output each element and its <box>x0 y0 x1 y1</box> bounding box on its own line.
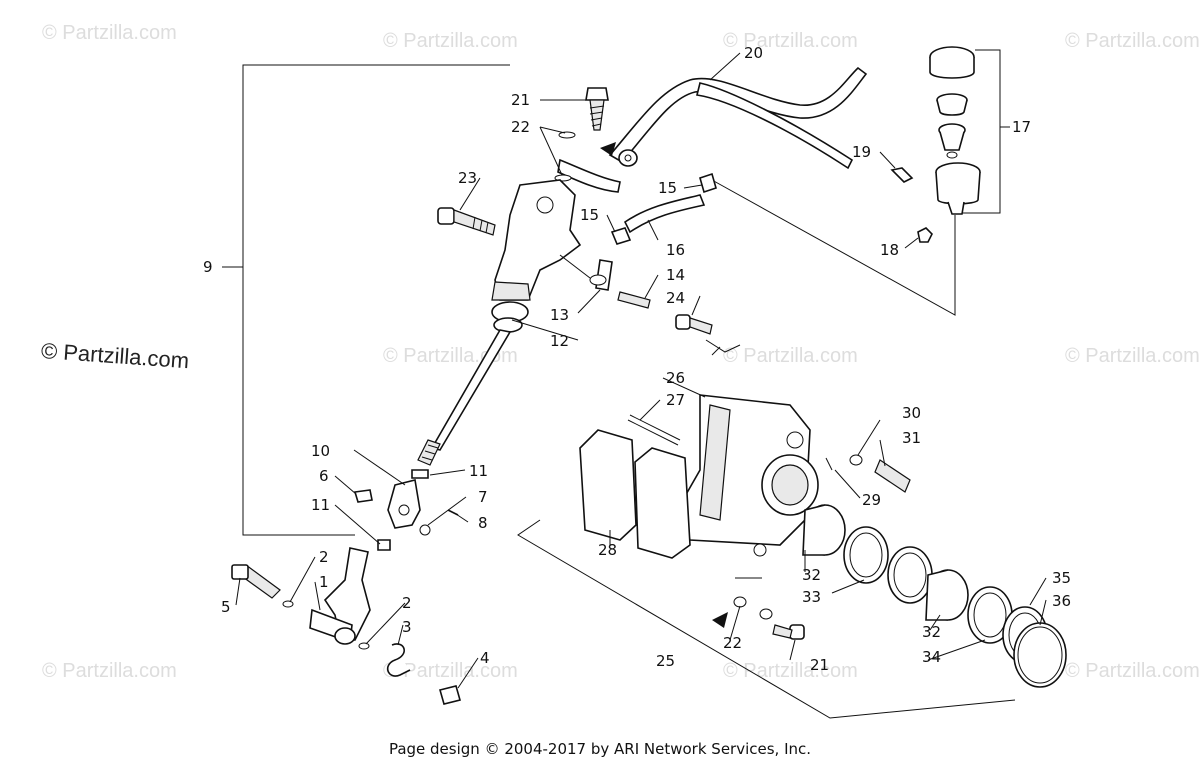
hose-leader-lines <box>711 179 956 316</box>
part-21-banjo-bolt <box>554 87 616 182</box>
callout-30: 30 <box>902 404 921 422</box>
callout-20: 20 <box>744 44 763 62</box>
callout-21: 21 <box>810 656 829 674</box>
part-20-brake-hose <box>557 66 868 193</box>
watermark: © Partzilla.com <box>42 22 177 44</box>
bracket-17 <box>960 49 1010 214</box>
callout-19: 19 <box>852 143 871 161</box>
watermark: © Partzilla.com <box>1065 660 1200 682</box>
watermark: © Partzilla.com <box>42 660 177 682</box>
callout-24: 24 <box>666 289 685 307</box>
callout-5: 5 <box>221 598 231 616</box>
callout-14: 14 <box>666 266 685 284</box>
callout-32: 32 <box>922 623 941 641</box>
callout-33: 33 <box>802 588 821 606</box>
watermark: © Partzilla.com <box>723 660 858 682</box>
brake-lever-group <box>231 469 461 705</box>
callout-27: 27 <box>666 391 685 409</box>
callout-29: 29 <box>862 491 881 509</box>
callout-11: 11 <box>469 462 488 480</box>
callout-23: 23 <box>458 169 477 187</box>
part-12-master-cylinder <box>417 179 582 466</box>
callout-21: 21 <box>511 91 530 109</box>
callout-15: 15 <box>658 179 677 197</box>
part-17-reservoir <box>929 46 981 215</box>
bracket-25 <box>517 339 1016 719</box>
watermark: © Partzilla.com <box>723 345 858 367</box>
watermark: © Partzilla.com <box>1065 30 1200 52</box>
callout-35: 35 <box>1052 569 1071 587</box>
callout-22: 22 <box>723 634 742 652</box>
callout-leaders <box>235 52 1047 689</box>
part-23-bolt <box>437 207 496 236</box>
watermark: © Partzilla.com <box>1065 345 1200 367</box>
caliper-group <box>579 394 911 559</box>
part-18-19-screws <box>890 167 933 243</box>
callout-10: 10 <box>311 442 330 460</box>
callout-11: 11 <box>311 496 330 514</box>
callout-31: 31 <box>902 429 921 447</box>
callout-15: 15 <box>580 206 599 224</box>
callout-1: 1 <box>319 573 329 591</box>
part-21-22-lower <box>712 596 805 640</box>
watermark: © Partzilla.com <box>383 660 518 682</box>
callout-3: 3 <box>402 618 412 636</box>
callout-28: 28 <box>598 541 617 559</box>
callout-18: 18 <box>880 241 899 259</box>
callout-16: 16 <box>666 241 685 259</box>
part-24-bolt <box>675 314 713 335</box>
bracket-9 <box>222 64 510 536</box>
pistons-seals-group <box>802 504 1067 688</box>
callout-13: 13 <box>550 306 569 324</box>
callout-26: 26 <box>666 369 685 387</box>
callout-34: 34 <box>922 648 941 666</box>
part-13-14-15-16-fittings <box>559 172 717 309</box>
callout-2: 2 <box>319 548 329 566</box>
callout-32: 32 <box>802 566 821 584</box>
watermark: © Partzilla.com <box>723 30 858 52</box>
callout-4: 4 <box>480 649 490 667</box>
watermark: © Partzilla.com <box>383 30 518 52</box>
callout-12: 12 <box>550 332 569 350</box>
callout-2: 2 <box>402 594 412 612</box>
footer-copyright: Page design © 2004-2017 by ARI Network S… <box>388 740 812 758</box>
callout-17: 17 <box>1012 118 1031 136</box>
callout-numbers: 1 2 2 3 4 5 6 7 8 9 10 11 11 12 13 14 15… <box>203 44 1071 674</box>
callout-9: 9 <box>203 258 213 276</box>
callout-8: 8 <box>478 514 488 532</box>
callout-7: 7 <box>478 488 488 506</box>
callout-25: 25 <box>656 652 675 670</box>
callout-22: 22 <box>511 118 530 136</box>
callout-36: 36 <box>1052 592 1071 610</box>
callout-6: 6 <box>319 467 329 485</box>
